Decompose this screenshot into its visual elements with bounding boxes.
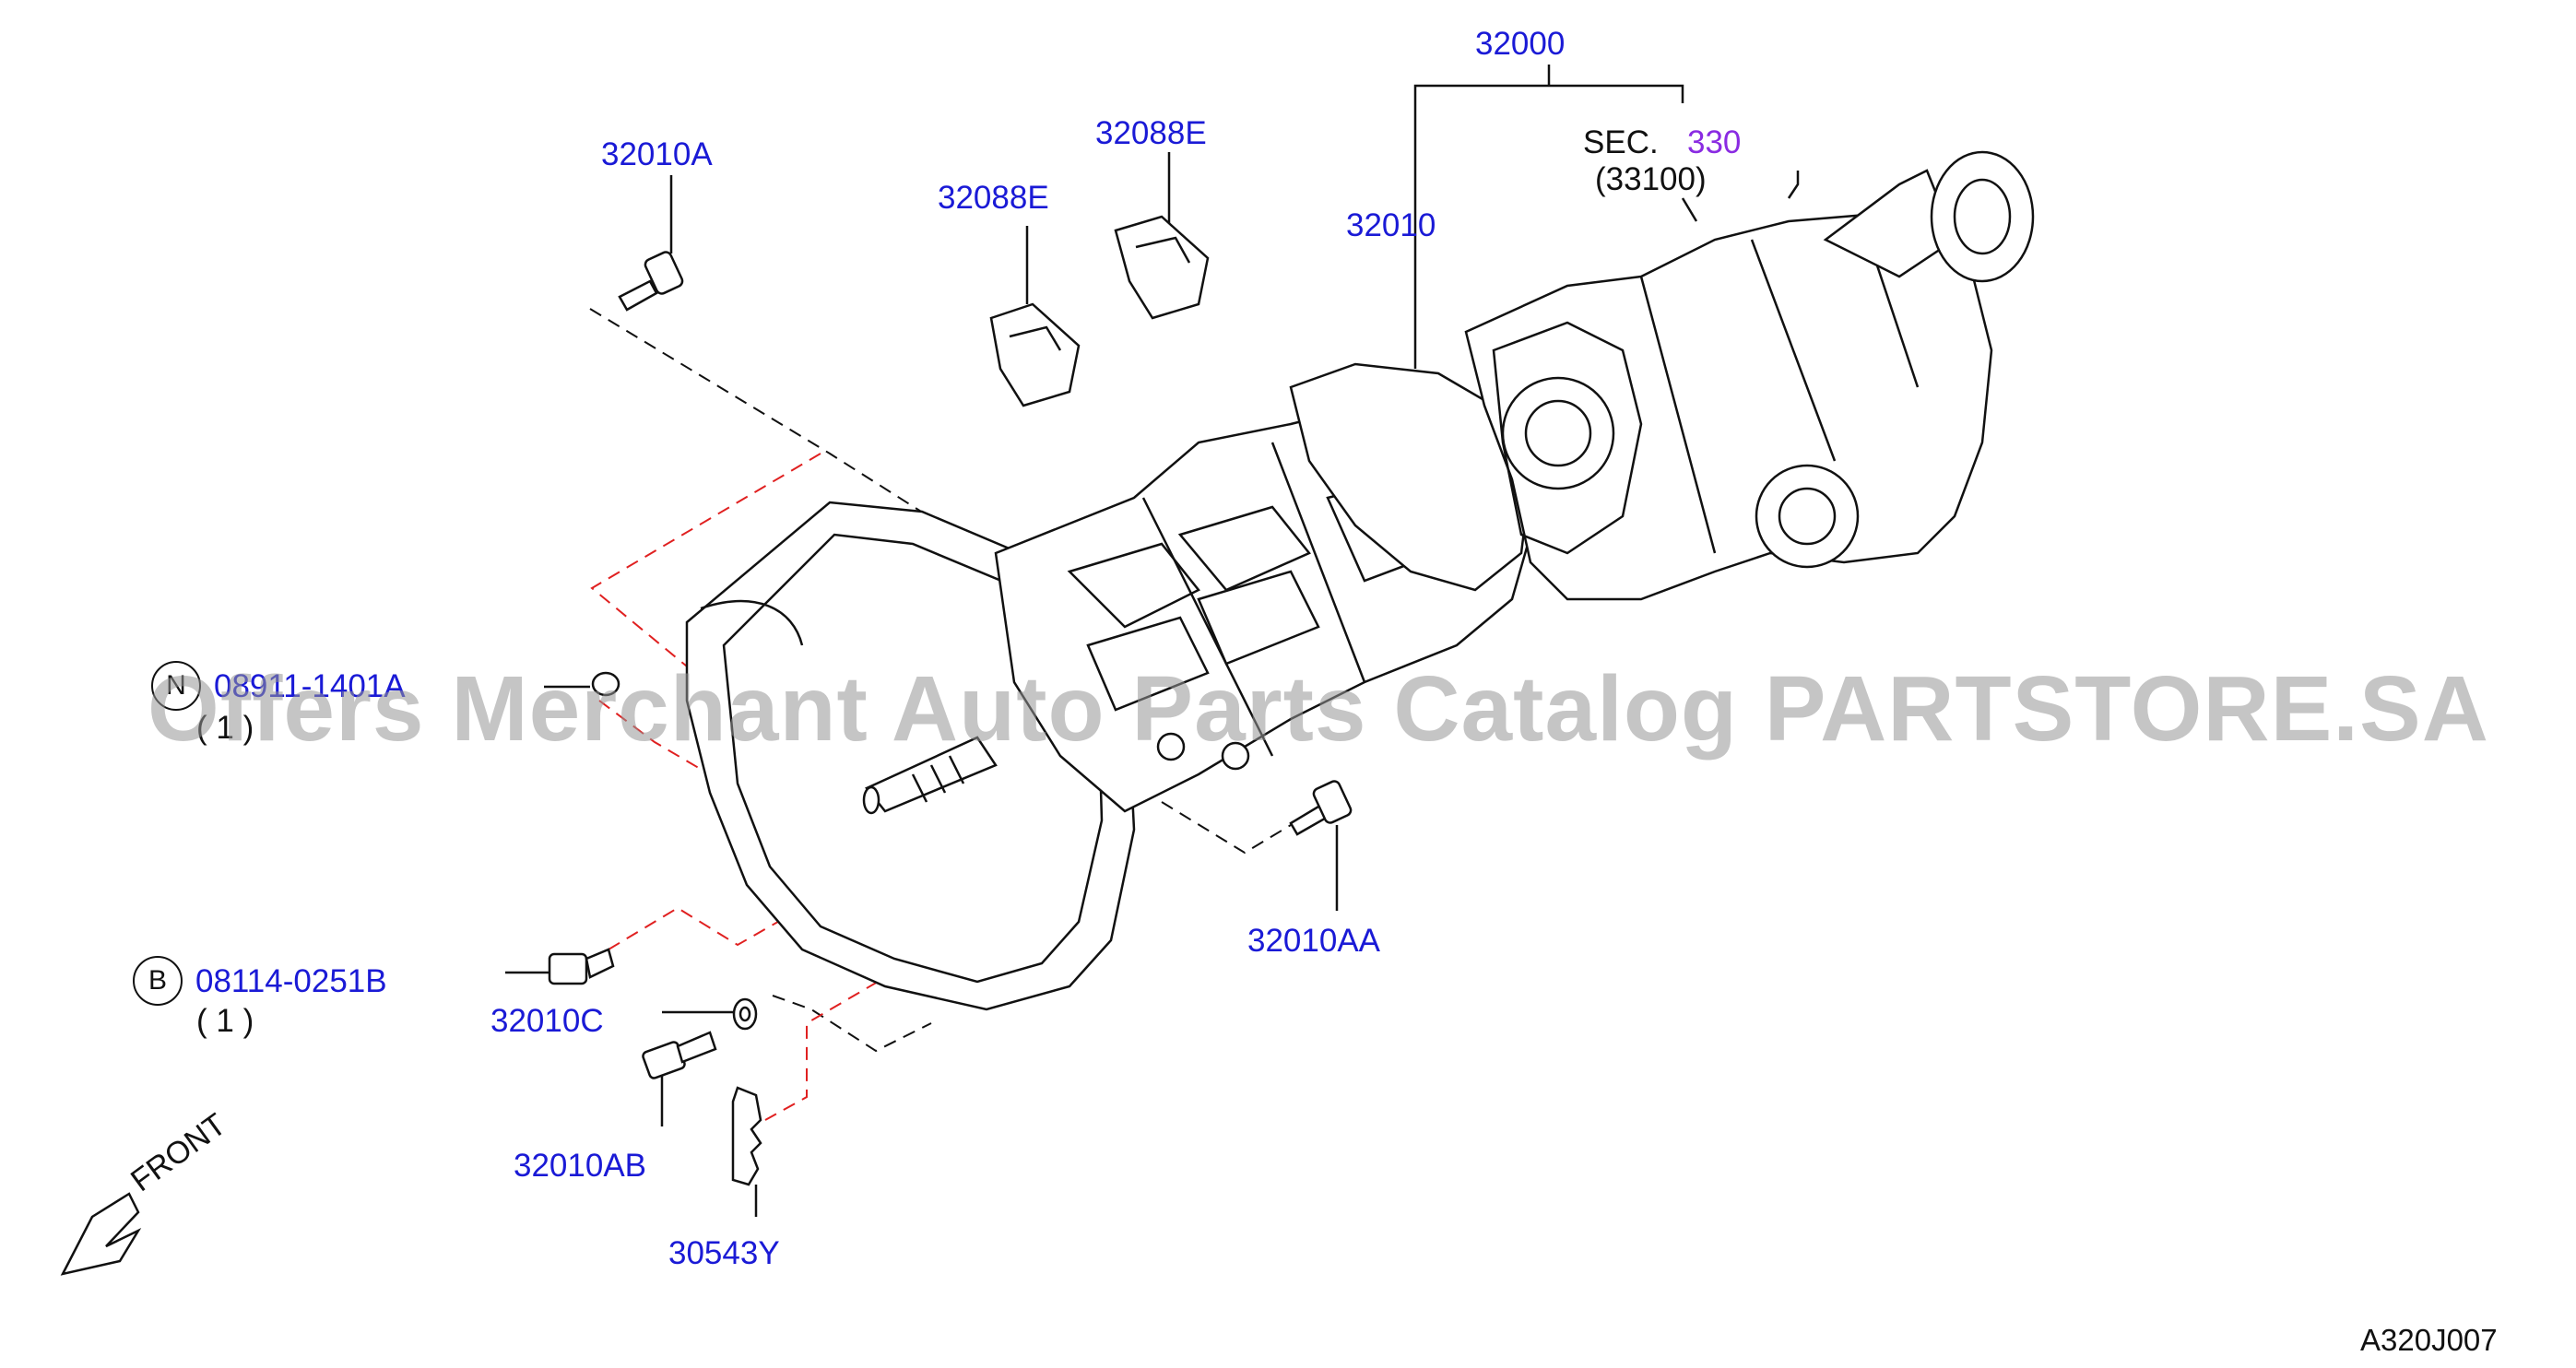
callout-qty-B: ( 1 ) — [196, 1003, 254, 1039]
callout-symbol-B: B — [133, 956, 183, 1006]
callout-symbol-N: N — [151, 661, 201, 711]
part-label-32010A[interactable]: 32010A — [601, 136, 713, 172]
section-sub: (33100) — [1595, 161, 1707, 197]
part-label-32088E-top[interactable]: 32088E — [1095, 115, 1207, 151]
bolt-32010AB — [642, 1031, 717, 1079]
section-prefix: SEC. — [1583, 124, 1659, 160]
part-label-32010AB[interactable]: 32010AB — [514, 1148, 647, 1184]
callout-part-B[interactable]: 08114-0251B — [195, 963, 387, 999]
mount-insulator-left — [989, 302, 1081, 407]
bolt-32010AA — [1289, 780, 1353, 836]
watermark: Offers Merchant Auto Parts Catalog PARTS… — [148, 657, 2489, 761]
bolt-32010C — [548, 948, 615, 985]
section-link[interactable]: 330 — [1687, 124, 1742, 160]
input-shaft — [862, 736, 998, 815]
part-label-32010[interactable]: 32010 — [1346, 207, 1436, 243]
plug-08911 — [591, 671, 620, 697]
bolt-32010A — [618, 251, 684, 312]
part-label-32088E-left[interactable]: 32088E — [938, 180, 1049, 216]
part-label-30543Y[interactable]: 30543Y — [668, 1235, 780, 1271]
clip-30543Y — [731, 1086, 762, 1186]
transfer-case — [1289, 192, 1993, 601]
washer — [732, 997, 758, 1031]
rear-output-housing — [1787, 150, 2035, 283]
part-label-32000[interactable]: 32000 — [1475, 26, 1566, 62]
part-label-32010AA[interactable]: 32010AA — [1247, 923, 1381, 959]
part-label-32010C[interactable]: 32010C — [490, 1003, 604, 1039]
front-arrow-icon — [60, 1192, 142, 1276]
callout-part-N[interactable]: 08911-1401A — [214, 668, 406, 704]
mount-insulator-right — [1114, 215, 1210, 320]
callout-qty-N: ( 1 ) — [196, 710, 254, 746]
leader-lines — [505, 65, 1698, 1217]
diagram-id: A320J007 — [2360, 1323, 2498, 1357]
